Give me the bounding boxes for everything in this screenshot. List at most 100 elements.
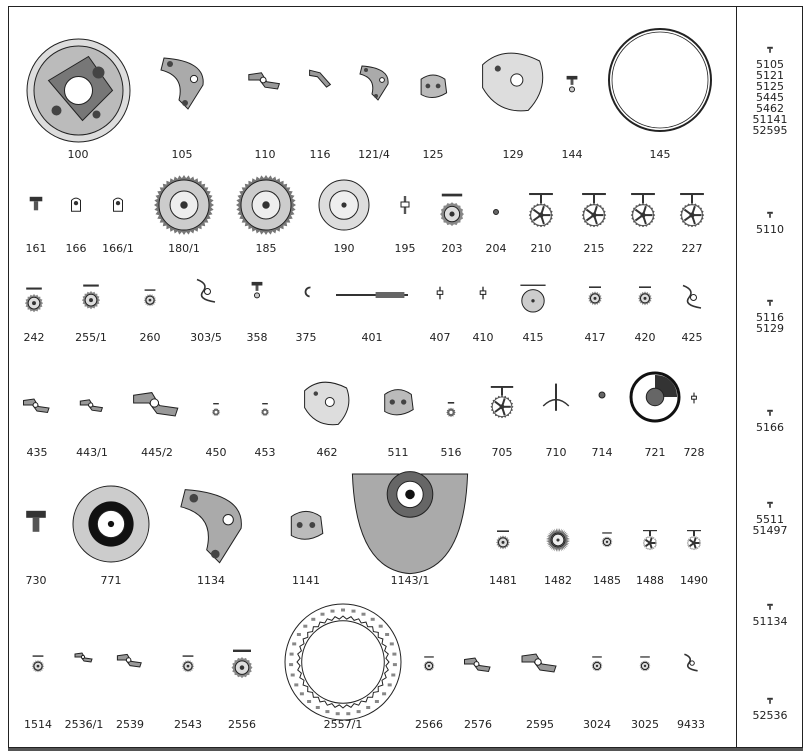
- part-number: 453: [254, 446, 276, 459]
- part-number: 2543: [174, 718, 202, 731]
- screw-jewel-icon: [537, 75, 607, 93]
- screw-number: 5110: [756, 223, 784, 236]
- screw-number: 51134: [752, 615, 788, 628]
- part-number: 730: [25, 574, 47, 587]
- part-number: 2539: [116, 718, 144, 731]
- screw-icon: [766, 500, 774, 508]
- part-number: 116: [309, 148, 331, 161]
- lever-icon: [122, 377, 192, 429]
- part-number: 2557/1: [323, 718, 363, 731]
- part-number: 1488: [636, 574, 664, 587]
- balance-wheel-icon: [620, 371, 690, 423]
- jewel-icon: [567, 389, 637, 401]
- wheel-with-arbor-icon: [3, 655, 73, 673]
- wheel-with-arbor-icon: [417, 193, 487, 227]
- part-number: 100: [67, 148, 89, 161]
- part-number: 3025: [631, 718, 659, 731]
- rotor-icon: [350, 456, 470, 576]
- part-number: 9433: [677, 718, 705, 731]
- part-number: 1141: [292, 574, 320, 587]
- screw-icon: [766, 696, 774, 704]
- part-number: 195: [394, 242, 416, 255]
- part-number: 721: [644, 446, 666, 459]
- part-number: 407: [429, 331, 451, 344]
- part-number: 1514: [24, 718, 52, 731]
- part-number: 242: [23, 331, 45, 344]
- block-icon: [41, 195, 111, 213]
- wheel-with-arbor-icon: [0, 287, 69, 313]
- part-number: 110: [254, 148, 276, 161]
- part-number: 180/1: [168, 242, 200, 255]
- part-number: 2595: [526, 718, 554, 731]
- small-wheel-icon: [230, 403, 300, 417]
- part-number: 1482: [544, 574, 572, 587]
- spoked-wheel-icon: [659, 530, 729, 551]
- screw-icon: [766, 298, 774, 306]
- wheel-with-arbor-icon: [562, 656, 632, 672]
- part-number: 303/5: [190, 331, 222, 344]
- screw-number: 51141: [752, 113, 788, 126]
- spoked-wheel-icon: [608, 193, 678, 228]
- gear-wheel-icon: [149, 174, 219, 236]
- part-number: 425: [681, 331, 703, 344]
- balance-disc-icon: [72, 485, 150, 563]
- part-number: 255/1: [75, 331, 107, 344]
- bottom-border: [8, 748, 803, 751]
- part-number: 1143/1: [390, 574, 430, 587]
- part-number: 435: [26, 446, 48, 459]
- part-number: 129: [502, 148, 524, 161]
- balance-staff-icon: [521, 382, 591, 414]
- screw-icon: [766, 602, 774, 610]
- gear-wheel-icon: [523, 527, 593, 553]
- screw-number: 5129: [756, 322, 784, 335]
- part-number: 166/1: [102, 242, 134, 255]
- part-number: 511: [387, 446, 409, 459]
- part-number: 1481: [489, 574, 517, 587]
- part-number: 210: [530, 242, 552, 255]
- part-number: 516: [440, 446, 462, 459]
- wheel-with-arbor-icon: [610, 286, 680, 306]
- wheel-with-arbor-icon: [115, 289, 185, 307]
- screw-number: 5105: [756, 58, 784, 71]
- part-number: 375: [295, 331, 317, 344]
- screw-number: 5121: [756, 69, 784, 82]
- part-number: 358: [246, 331, 268, 344]
- part-number: 2576: [464, 718, 492, 731]
- part-number: 417: [584, 331, 606, 344]
- spring-icon: [657, 281, 727, 311]
- pinion-icon: [370, 195, 440, 215]
- part-number: 445/2: [141, 446, 173, 459]
- small-wheel-icon: [416, 402, 486, 418]
- bridge-icon: [339, 62, 409, 102]
- wheel-with-arbor-icon: [468, 530, 538, 550]
- part-number: 166: [65, 242, 87, 255]
- wheel-with-arbor-icon: [153, 655, 223, 673]
- clip-icon: [271, 283, 341, 301]
- screw-number: 52595: [752, 124, 788, 137]
- spoked-wheel-icon: [615, 530, 685, 551]
- stem-icon: [336, 259, 408, 331]
- part-number: 420: [634, 331, 656, 344]
- pinion-icon: [659, 392, 729, 404]
- plate-icon: [475, 42, 551, 118]
- part-number: 215: [583, 242, 605, 255]
- screw-number: 5511: [756, 513, 784, 526]
- part-number: 260: [139, 331, 161, 344]
- ring-icon: [608, 28, 712, 132]
- bridge-icon: [147, 52, 217, 112]
- part-number: 415: [522, 331, 544, 344]
- jewel-icon: [461, 207, 531, 217]
- wheel-with-arbor-icon: [560, 286, 630, 306]
- part-number: 3024: [583, 718, 611, 731]
- screw-group: 5166: [738, 408, 802, 433]
- screw-group: 52536: [738, 696, 802, 721]
- part-number: 204: [485, 242, 507, 255]
- small-plate-icon: [271, 504, 341, 546]
- screw-number: 5166: [756, 421, 784, 434]
- part-number: 185: [255, 242, 277, 255]
- screw-number: 5116: [756, 311, 784, 324]
- part-number: 1485: [593, 574, 621, 587]
- gear-wheel-icon: [231, 174, 301, 236]
